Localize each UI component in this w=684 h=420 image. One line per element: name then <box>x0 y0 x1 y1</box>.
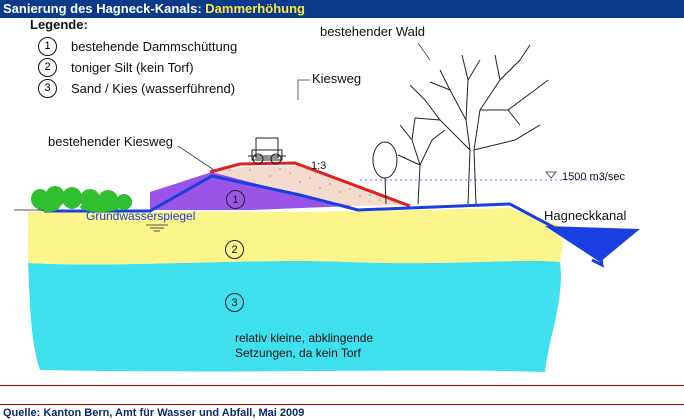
silt-layer <box>28 208 563 265</box>
gravel-path-new-label: Kiesweg <box>312 71 362 86</box>
cross-section-diagram <box>14 42 640 372</box>
forest-label: bestehender Wald <box>320 24 426 39</box>
legend-number: 2 <box>38 57 57 77</box>
settlement-note: relativ kleine, abklingende Setzungen, d… <box>235 331 373 361</box>
legend-number: 3 <box>38 78 57 98</box>
new-dam-crest-line <box>209 161 411 208</box>
flow-label: 1500 m3/sec <box>562 171 625 183</box>
footer-divider-top <box>0 385 684 386</box>
legend-item: 3 Sand / Kies (wasserführend) <box>38 78 235 98</box>
slope-label: 1:3 <box>311 160 327 172</box>
zone-1-marker: 1 <box>226 190 245 209</box>
title-highlight: Dammerhöhung <box>205 1 305 16</box>
legend-label: Sand / Kies (wasserführend) <box>71 80 236 96</box>
zone-3-marker: 3 <box>225 293 244 312</box>
gravel-fill <box>212 166 408 206</box>
large-tree <box>409 44 549 205</box>
legend-title: Legende: <box>30 17 88 32</box>
settlement-note-line2: Setzungen, da kein Torf <box>235 346 361 360</box>
zone-2-marker: 2 <box>225 240 244 259</box>
ground-surface-line <box>44 174 604 268</box>
footer-divider-bottom <box>0 404 684 405</box>
legend-item: 2 toniger Silt (kein Torf) <box>38 57 194 77</box>
title-prefix: Sanierung des Hagneck-Kanals: <box>3 1 206 16</box>
legend-label: toniger Silt (kein Torf) <box>71 59 194 75</box>
title-bar: Sanierung des Hagneck-Kanals: Dammerhöhu… <box>0 0 684 18</box>
hedge <box>31 186 132 212</box>
canal-label: Hagneckkanal <box>544 208 627 223</box>
groundwater-label: Grundwasserspiegel <box>86 209 196 223</box>
tractor <box>248 137 286 165</box>
small-tree <box>372 117 446 205</box>
flow-level-marker <box>545 171 557 179</box>
sand-gravel-layer <box>28 260 561 372</box>
source-footer: Quelle: Kanton Bern, Amt für Wasser und … <box>3 407 305 419</box>
legend-item: 1 bestehende Dammschüttung <box>38 36 237 56</box>
legend-label: bestehende Dammschüttung <box>71 38 238 54</box>
page-title: Sanierung des Hagneck-Kanals: Dammerhöhu… <box>3 1 305 16</box>
settlement-note-line1: relativ kleine, abklingende <box>235 331 374 345</box>
legend-number: 1 <box>38 36 57 56</box>
gravel-path-existing-label: bestehender Kiesweg <box>48 134 174 149</box>
groundwater-marker <box>146 224 168 232</box>
